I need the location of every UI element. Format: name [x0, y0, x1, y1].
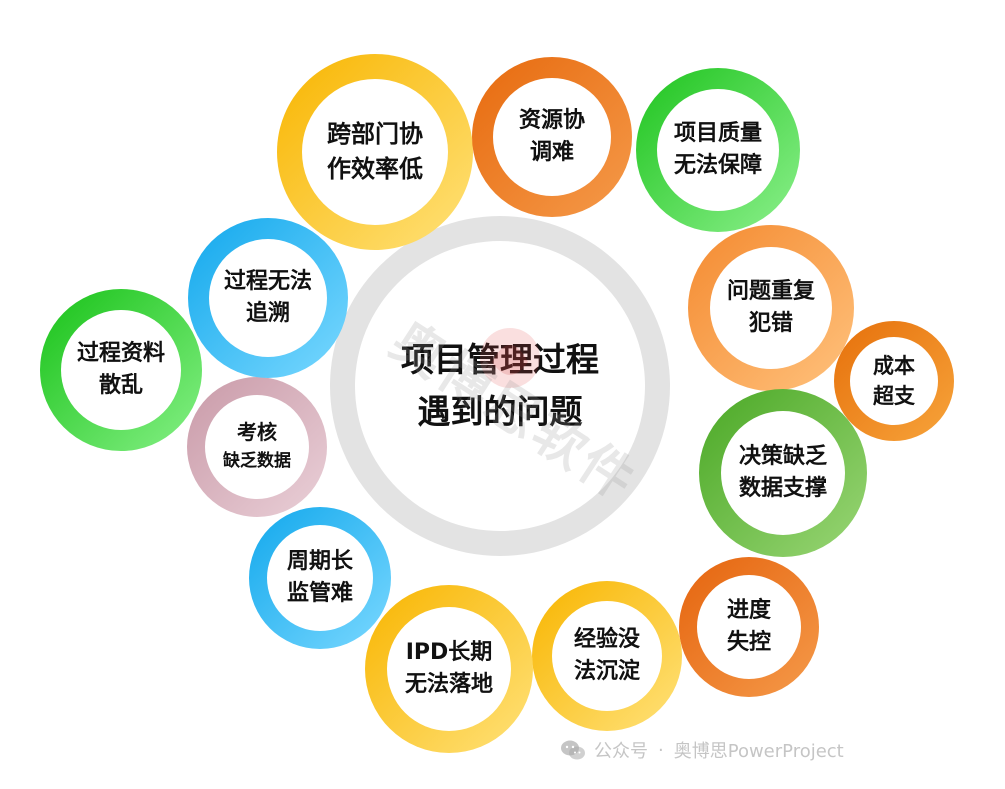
- problem-node-text-line: 法沉淀: [573, 659, 640, 684]
- problem-node-docs: 过程资料散乱: [40, 289, 202, 451]
- problem-node-label: 跨部门协作效率低: [302, 79, 448, 225]
- problem-node-quality: 项目质量无法保障: [636, 68, 800, 232]
- problem-node-text-line: 决策缺乏: [738, 444, 827, 469]
- wechat-icon: [561, 740, 585, 760]
- problem-node-text-line: 进度: [726, 598, 771, 623]
- problem-node-text-line: 缺乏数据: [223, 451, 291, 471]
- footer-attribution: 公众号 · 奥博思PowerProject: [560, 736, 844, 764]
- problem-node-text-line: 超支: [873, 384, 915, 408]
- problem-node-text-line: 跨部门协: [327, 120, 423, 148]
- problem-node-label: 考核缺乏数据: [205, 395, 309, 499]
- problem-node-text-line: 追溯: [245, 301, 290, 326]
- problem-node-label: 决策缺乏数据支撑: [721, 411, 845, 535]
- problem-node-trace: 过程无法追溯: [188, 218, 348, 378]
- problem-node-resource: 资源协调难: [472, 57, 632, 217]
- problem-node-text-line: 问题重复: [726, 279, 815, 304]
- problem-node-text-line: 数据支撑: [738, 476, 827, 501]
- problem-node-text-line: 失控: [726, 630, 771, 655]
- center-title-line-1: 项目管理过程: [401, 340, 599, 379]
- center-circle: 项目管理过程 遇到的问题: [355, 241, 645, 531]
- center-title-line-2: 遇到的问题: [417, 392, 583, 431]
- problem-node-text-line: 无法保障: [673, 153, 762, 178]
- problem-node-text-line: IPD长期: [405, 640, 493, 665]
- problem-node-label: 周期长监管难: [267, 525, 373, 631]
- problem-node-label: 过程资料散乱: [61, 310, 181, 430]
- problem-node-label: 进度失控: [697, 575, 801, 679]
- problem-node-schedule: 进度失控: [679, 557, 819, 697]
- problem-node-text-line: 项目质量: [673, 121, 762, 146]
- problem-node-text-line: 成本: [873, 354, 915, 378]
- problem-node-text-line: 无法落地: [404, 672, 493, 697]
- problem-node-text-line: 资源协: [518, 108, 585, 133]
- footer-separator: ·: [658, 739, 664, 761]
- problem-node-long-cycle: 周期长监管难: [249, 507, 391, 649]
- problem-node-text-line: 监管难: [286, 581, 353, 606]
- problem-node-text-line: 过程无法: [223, 269, 312, 294]
- problem-node-ipd: IPD长期无法落地: [365, 585, 533, 753]
- problem-node-label: 成本超支: [850, 337, 938, 425]
- problem-node-cross-dept: 跨部门协作效率低: [277, 54, 473, 250]
- problem-node-label: 过程无法追溯: [209, 239, 327, 357]
- footer-prefix: 公众号: [594, 741, 648, 762]
- problem-node-label: 项目质量无法保障: [657, 89, 779, 211]
- problem-node-label: 问题重复犯错: [710, 247, 832, 369]
- problem-node-text-line: 作效率低: [327, 155, 423, 183]
- problem-node-label: 经验没法沉淀: [552, 601, 662, 711]
- problem-node-text-line: 散乱: [98, 373, 143, 398]
- problem-node-text-line: 过程资料: [76, 341, 165, 366]
- problem-node-text-line: 调难: [529, 140, 574, 165]
- problem-node-decision: 决策缺乏数据支撑: [699, 389, 867, 557]
- problem-node-text-line: 周期长: [286, 549, 353, 574]
- problem-node-label: 资源协调难: [493, 78, 611, 196]
- problem-node-label: IPD长期无法落地: [387, 607, 511, 731]
- problem-node-assessment: 考核缺乏数据: [187, 377, 327, 517]
- problem-node-experience: 经验没法沉淀: [532, 581, 682, 731]
- problem-node-repeat-issues: 问题重复犯错: [688, 225, 854, 391]
- problem-node-text-line: 考核: [237, 420, 277, 444]
- footer-account: 奥博思PowerProject: [673, 741, 844, 762]
- problem-node-text-line: 犯错: [748, 311, 793, 336]
- problem-node-text-line: 经验没: [573, 627, 640, 652]
- problem-node-cost: 成本超支: [834, 321, 954, 441]
